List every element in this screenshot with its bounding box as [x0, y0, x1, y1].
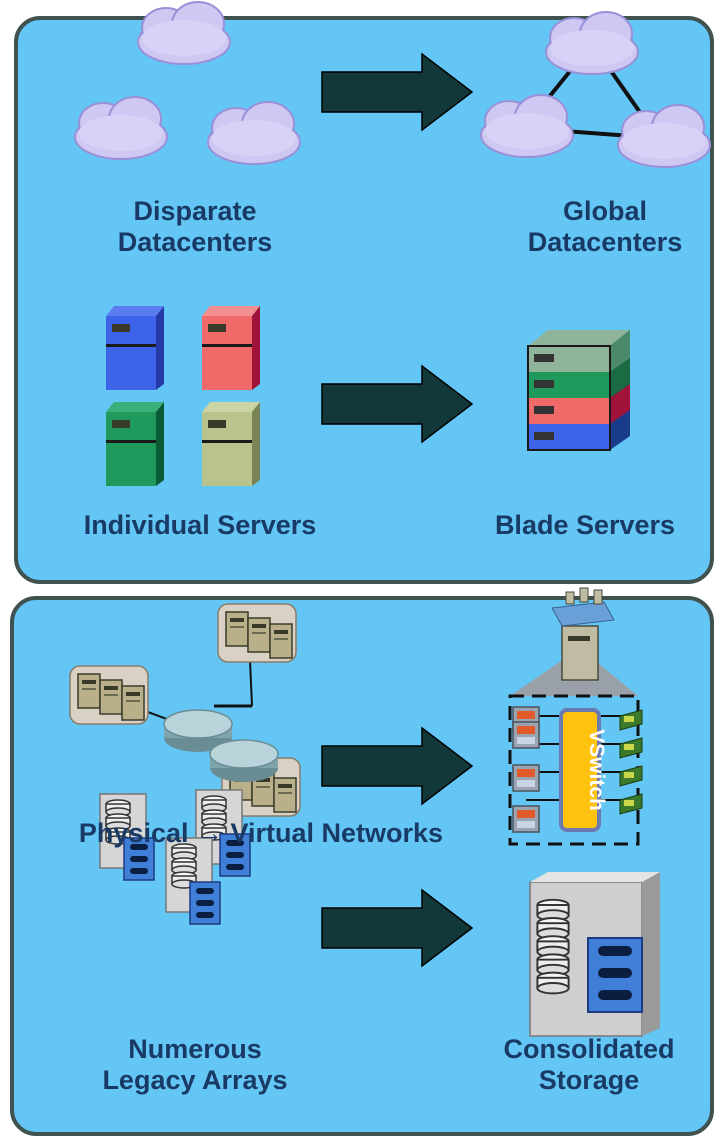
- vswitch-label: VSwitch: [585, 729, 608, 811]
- server-tower-red-icon: [202, 306, 260, 390]
- label-line: Disparate: [133, 196, 257, 226]
- cloud-icon: [480, 94, 574, 158]
- router-icon: [209, 739, 279, 783]
- label-line: Numerous: [128, 1034, 262, 1064]
- blade-servers-label: Blade Servers: [494, 510, 676, 540]
- server-cluster-icon: [218, 604, 296, 662]
- disparate-datacenters-label: Disparate Datacenters: [90, 196, 300, 258]
- individual-servers-label: Individual Servers: [83, 510, 317, 540]
- cloud-icon: [137, 1, 231, 65]
- arrow-right-icon: [321, 727, 473, 805]
- arrow-right-icon: [321, 889, 473, 967]
- label-line: Legacy Arrays: [102, 1065, 288, 1095]
- label-line: Datacenters: [117, 227, 273, 257]
- legacy-arrays-label: Numerous Legacy Arrays: [90, 1034, 300, 1096]
- server-cluster-icon: [70, 666, 148, 724]
- global-datacenters-label: Global Datacenters: [500, 196, 710, 258]
- cloud-icon: [545, 11, 639, 75]
- server-tower-khaki-icon: [202, 402, 260, 486]
- consolidated-storage-icon: [529, 872, 660, 1037]
- networks-label: Physical → Virtual Networks: [78, 818, 444, 848]
- label-line: Global: [562, 196, 647, 226]
- label-line: Datacenters: [527, 227, 683, 257]
- blade-server-icon: [527, 330, 630, 451]
- label-line: Consolidated: [503, 1034, 675, 1064]
- cloud-icon: [207, 101, 301, 165]
- consolidated-storage-label: Consolidated Storage: [474, 1034, 704, 1096]
- storage-array-icon: [166, 838, 220, 924]
- server-tower-blue-icon: [106, 306, 164, 390]
- global-links: [520, 40, 663, 141]
- server-tower-green-icon: [106, 402, 164, 486]
- cloud-icon: [74, 96, 168, 160]
- label-line: Storage: [538, 1065, 640, 1095]
- arrow-right-icon: [321, 365, 473, 443]
- cloud-icon: [617, 104, 711, 168]
- arrow-right-icon: [321, 53, 473, 131]
- virtual-network-icon: [508, 587, 643, 846]
